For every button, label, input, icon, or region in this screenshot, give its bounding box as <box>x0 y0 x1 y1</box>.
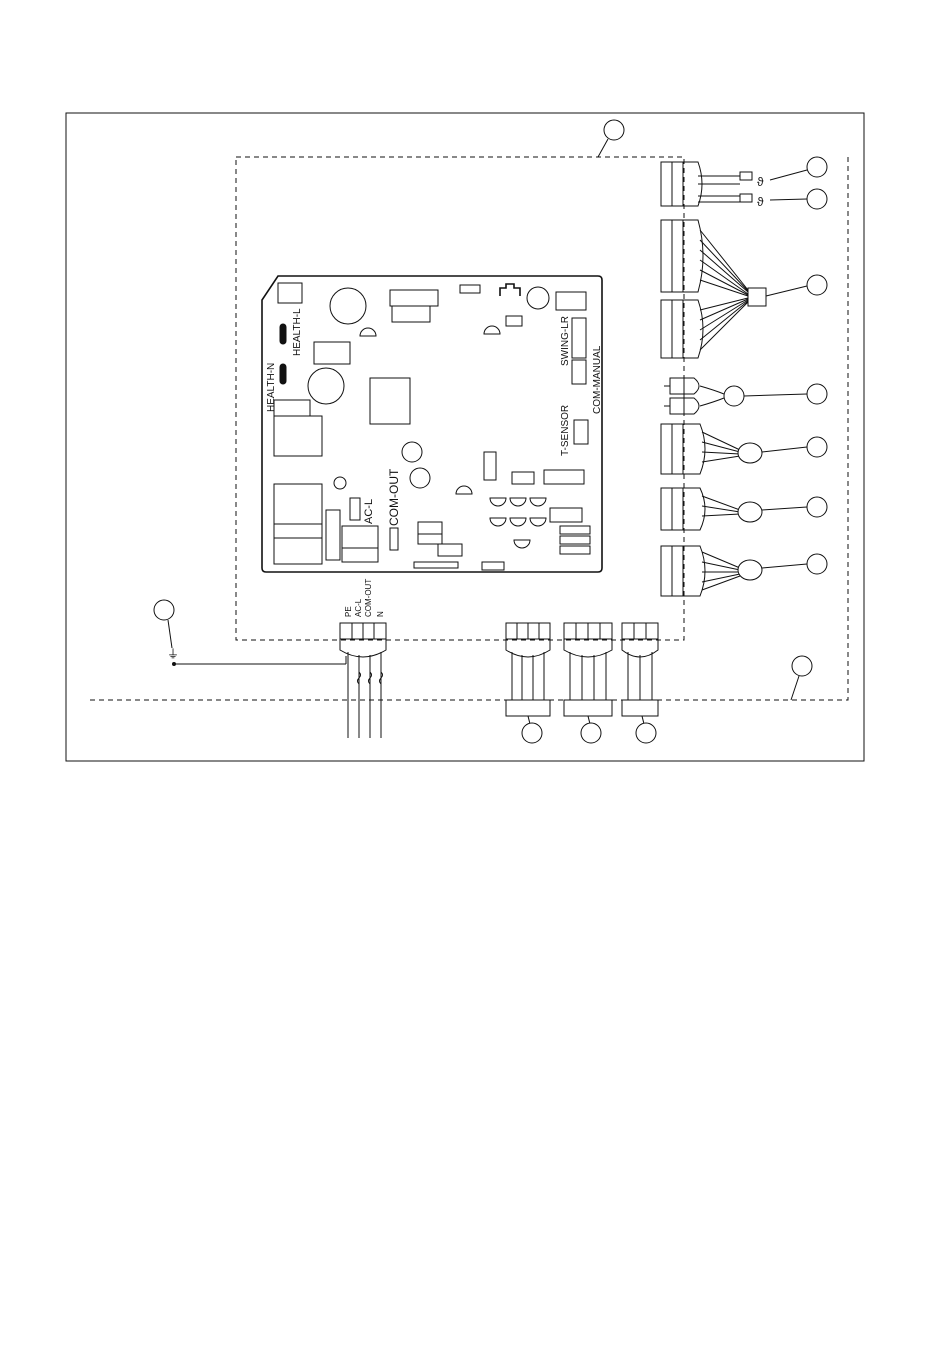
theta-symbol-2: ϑ <box>757 195 764 209</box>
callout-thermistor-2 <box>770 189 827 209</box>
label-com-out: COM-OUT <box>387 468 401 526</box>
control-box-dashed-boundary <box>236 157 684 640</box>
ground-wire <box>154 600 346 666</box>
connector-stepper-b <box>661 300 703 358</box>
connector-small-pair <box>664 378 724 414</box>
pcb-board <box>262 276 602 572</box>
label-health-l: HEALTH-L <box>292 308 303 356</box>
bottom-connector-2 <box>564 623 612 743</box>
connector-sensor-1 <box>661 162 752 206</box>
label-swing-lr: SWING-LR <box>560 316 571 366</box>
connector-device-2 <box>661 488 762 530</box>
callout-thermistor-1 <box>770 157 827 180</box>
label-ac-l: AC-L <box>363 499 375 524</box>
callout-small-pair <box>744 384 827 404</box>
callout-device-2 <box>762 497 827 517</box>
pin-label-pe: PE <box>344 606 353 617</box>
bottom-connector-1 <box>506 623 550 743</box>
bottom-connector-3 <box>622 623 658 743</box>
callout-device-1 <box>762 437 827 457</box>
label-t-sensor: T-SENSOR <box>560 405 571 456</box>
callout-device-3 <box>762 554 827 574</box>
pin-label-com-out: COM-OUT <box>364 579 373 617</box>
callout-inner-small <box>724 386 744 406</box>
label-com-manual: COM-MANUAL <box>592 345 603 414</box>
callout-control-box <box>598 120 624 157</box>
connector-device-1 <box>661 424 762 474</box>
connector-device-3 <box>661 546 762 596</box>
motor-wire-bundle <box>700 230 766 350</box>
theta-symbol-1: ϑ <box>757 175 764 189</box>
label-health-n: HEALTH-N <box>266 363 277 412</box>
chassis-dashed-boundary <box>90 157 848 700</box>
callout-chassis <box>791 656 812 700</box>
pin-label-n: N <box>376 611 385 617</box>
callout-motor <box>766 275 827 296</box>
connector-stepper-a <box>661 220 703 292</box>
ground-icon: ⏚ <box>167 647 179 661</box>
pin-label-ac-l: AC-L <box>354 598 363 617</box>
